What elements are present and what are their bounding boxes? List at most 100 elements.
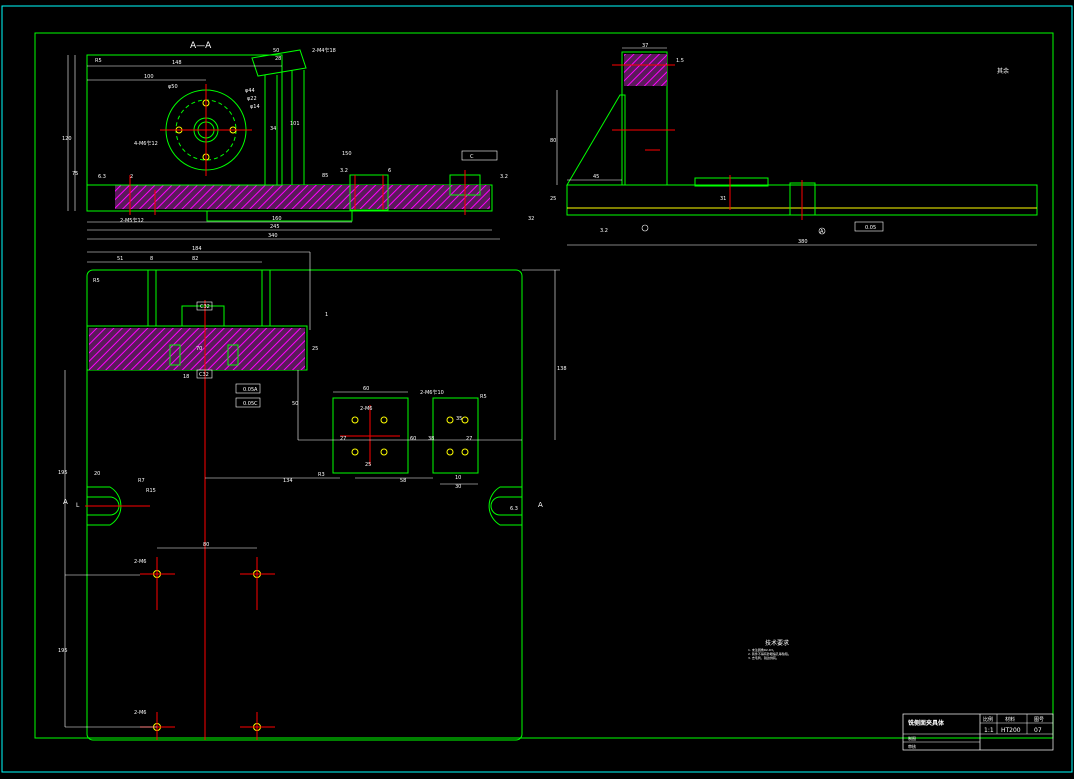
svg-text:R3: R3 xyxy=(318,472,325,478)
plan-view-dims: 184 51 8 82 R5 C32 1 70 25 18 C32 0.05 0… xyxy=(58,246,567,716)
svg-text:φ50: φ50 xyxy=(168,84,178,90)
svg-text:138: 138 xyxy=(557,366,567,372)
svg-text:340: 340 xyxy=(268,233,278,239)
svg-text:0.05: 0.05 xyxy=(865,225,876,231)
svg-text:技术要求: 技术要求 xyxy=(765,639,789,647)
svg-text:101: 101 xyxy=(290,121,300,127)
svg-text:10: 10 xyxy=(455,475,461,481)
side-view-dims: 37 1.5 80 45 25 31 380 3.2 A 0.05 其余 xyxy=(550,43,1009,245)
svg-text:1:1: 1:1 xyxy=(984,727,994,734)
svg-text:27: 27 xyxy=(466,436,472,442)
svg-text:31: 31 xyxy=(720,196,726,202)
svg-text:2-M6: 2-M6 xyxy=(134,559,146,565)
svg-text:材料: 材料 xyxy=(1005,716,1015,723)
outer-frame xyxy=(1,5,1073,773)
svg-text:07: 07 xyxy=(1034,727,1042,734)
svg-text:2: 2 xyxy=(130,174,133,180)
svg-text:25: 25 xyxy=(550,196,556,202)
svg-text:0.05: 0.05 xyxy=(243,401,254,407)
svg-text:C: C xyxy=(254,401,258,407)
svg-text:100: 100 xyxy=(144,74,154,80)
svg-text:C32: C32 xyxy=(200,304,210,310)
svg-text:φ44: φ44 xyxy=(245,88,255,94)
svg-text:L: L xyxy=(76,502,80,509)
svg-text:6: 6 xyxy=(388,168,391,174)
svg-text:R15: R15 xyxy=(146,488,156,494)
svg-text:6.3: 6.3 xyxy=(98,174,106,180)
svg-text:82: 82 xyxy=(192,256,198,262)
svg-text:其余: 其余 xyxy=(997,67,1009,75)
svg-text:A: A xyxy=(254,387,258,393)
svg-text:60: 60 xyxy=(363,386,369,392)
svg-text:R5: R5 xyxy=(480,394,487,400)
svg-text:R7: R7 xyxy=(138,478,145,484)
svg-text:2-M6: 2-M6 xyxy=(134,710,146,716)
svg-text:58: 58 xyxy=(400,478,406,484)
svg-text:8: 8 xyxy=(150,256,153,262)
svg-text:245: 245 xyxy=(270,224,280,230)
svg-text:80: 80 xyxy=(550,138,556,144)
svg-text:32: 32 xyxy=(528,216,534,222)
svg-text:18: 18 xyxy=(183,374,189,380)
section-view-a-a: A—A xyxy=(67,41,500,240)
svg-text:制图: 制图 xyxy=(908,735,916,741)
svg-text:3.2: 3.2 xyxy=(500,174,508,180)
svg-text:50: 50 xyxy=(273,48,279,54)
svg-text:R5: R5 xyxy=(95,58,102,64)
tech-requirements: 技术要求 1. 未注圆角R2-R3。 2. 铸件不得有砂眼缩孔等缺陷。 3. 去… xyxy=(748,639,791,660)
svg-text:R5: R5 xyxy=(93,278,100,284)
side-view xyxy=(556,47,1038,246)
svg-text:27: 27 xyxy=(340,436,346,442)
svg-text:85: 85 xyxy=(322,173,328,179)
svg-text:150: 150 xyxy=(342,151,352,157)
svg-text:2-M6乍10: 2-M6乍10 xyxy=(420,389,444,396)
inner-border xyxy=(34,32,1054,739)
svg-text:25: 25 xyxy=(312,346,318,352)
svg-text:148: 148 xyxy=(172,60,182,66)
svg-text:1. 未注圆角R2-R3。: 1. 未注圆角R2-R3。 xyxy=(748,647,776,652)
svg-text:C: C xyxy=(470,154,474,160)
svg-text:图号: 图号 xyxy=(1034,717,1044,723)
svg-text:3.2: 3.2 xyxy=(340,168,348,174)
plan-view xyxy=(64,251,560,741)
svg-text:HT200: HT200 xyxy=(1001,727,1021,734)
svg-text:2-M5乍12: 2-M5乍12 xyxy=(120,217,144,224)
svg-text:34: 34 xyxy=(270,126,276,132)
svg-text:45: 45 xyxy=(593,174,599,180)
section-view-dims: 148 100 R5 φ50 φ44 φ22 φ14 4-M6乍12 120 7… xyxy=(62,47,534,239)
title-block-name: 铣侧面夹具体 xyxy=(908,719,945,727)
svg-text:4-M6乍12: 4-M6乍12 xyxy=(134,140,158,147)
svg-text:380: 380 xyxy=(798,239,808,245)
svg-text:50: 50 xyxy=(292,401,298,407)
svg-text:3. 去毛刺，锐边倒钝。: 3. 去毛刺，锐边倒钝。 xyxy=(748,655,779,660)
svg-text:134: 134 xyxy=(283,478,293,484)
svg-text:φ14: φ14 xyxy=(250,104,260,110)
svg-text:80: 80 xyxy=(203,542,209,548)
svg-text:195: 195 xyxy=(58,470,68,476)
svg-text:1: 1 xyxy=(325,312,328,318)
svg-text:2-M4乍18: 2-M4乍18 xyxy=(312,47,336,54)
svg-text:1.5: 1.5 xyxy=(676,58,684,64)
svg-text:A: A xyxy=(538,501,543,509)
svg-text:0.05: 0.05 xyxy=(243,387,254,393)
svg-text:70: 70 xyxy=(196,346,202,352)
svg-text:51: 51 xyxy=(117,256,123,262)
section-label: A—A xyxy=(190,41,212,51)
svg-text:2. 铸件不得有砂眼缩孔等缺陷。: 2. 铸件不得有砂眼缩孔等缺陷。 xyxy=(748,651,791,656)
svg-text:37: 37 xyxy=(642,43,648,49)
svg-text:20: 20 xyxy=(94,471,100,477)
svg-text:60: 60 xyxy=(410,436,416,442)
svg-text:28: 28 xyxy=(275,56,281,62)
svg-text:6.3: 6.3 xyxy=(510,506,518,512)
svg-text:75: 75 xyxy=(72,171,78,177)
svg-text:3.2: 3.2 xyxy=(600,228,608,234)
svg-text:A: A xyxy=(63,498,68,506)
svg-text:30: 30 xyxy=(455,484,461,490)
svg-text:2-M6: 2-M6 xyxy=(360,406,372,412)
svg-text:A: A xyxy=(820,229,824,235)
svg-text:25: 25 xyxy=(365,462,371,468)
svg-text:C32: C32 xyxy=(199,372,209,378)
title-block: 铣侧面夹具体 比例 材料 图号 1:1 HT200 07 制图 审核 xyxy=(902,713,1054,751)
svg-text:160: 160 xyxy=(272,216,282,222)
